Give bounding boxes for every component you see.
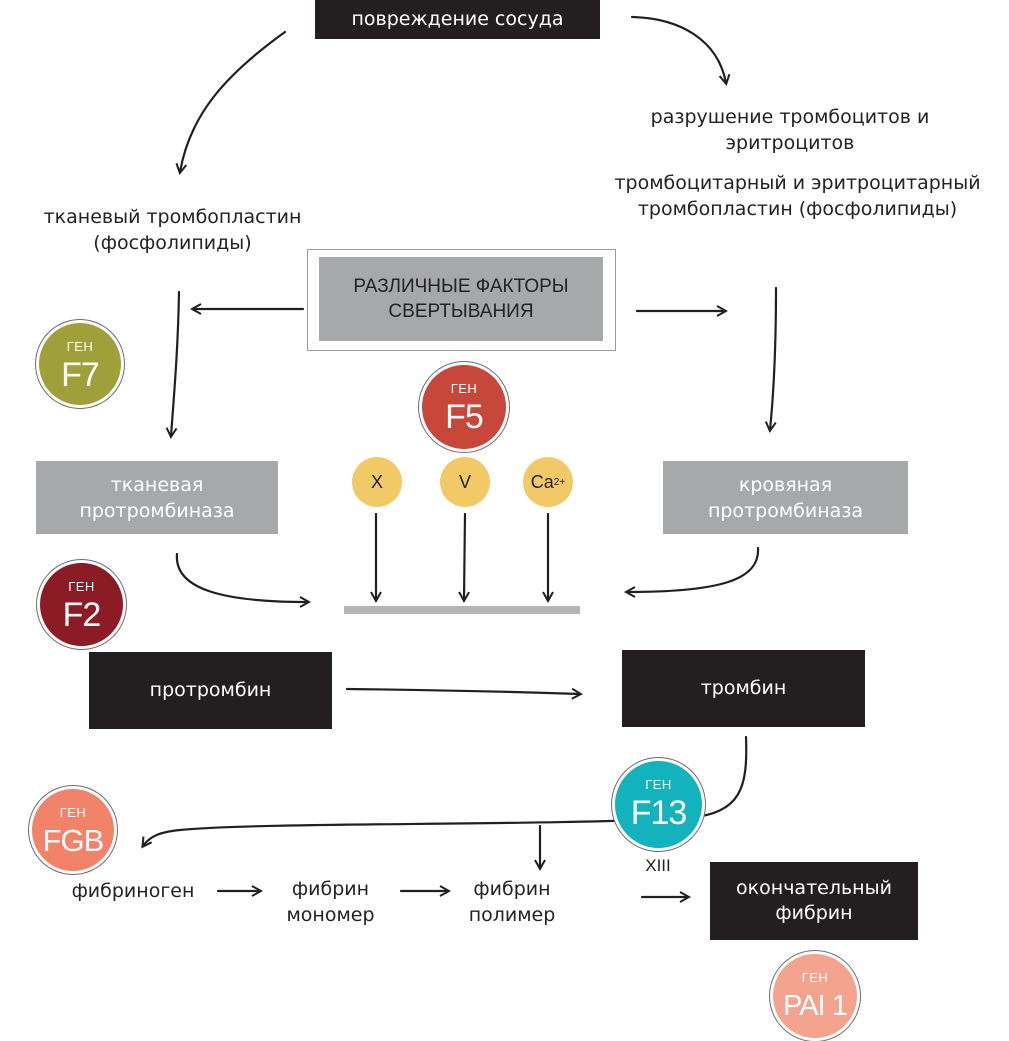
arrow-prothrombin-to-thrombin bbox=[345, 689, 580, 694]
cofactor-x: X bbox=[352, 457, 402, 507]
gene-prefix: ГЕН bbox=[645, 777, 672, 792]
cofactor-calcium-label: Ca bbox=[530, 471, 554, 492]
cofactor-calcium-charge: 2+ bbox=[553, 476, 566, 488]
gene-f7-name: F7 bbox=[61, 356, 100, 394]
gene-f7-badge: ГЕН F7 bbox=[36, 320, 124, 408]
arrow-cofactor-v bbox=[464, 512, 465, 600]
gene-prefix: ГЕН bbox=[59, 805, 87, 820]
final-fibrin-label: окончательный фибрин bbox=[736, 877, 892, 924]
gene-f5-badge: ГЕН F5 bbox=[419, 362, 509, 452]
gene-prefix: ГЕН bbox=[68, 579, 95, 594]
gene-f13-name: F13 bbox=[630, 794, 688, 832]
vessel-damage-label: повреждение сосуда bbox=[351, 8, 564, 30]
vessel-damage-box: повреждение сосуда bbox=[315, 0, 600, 39]
arrow-thrombin-to-fibrinogen bbox=[143, 735, 748, 846]
gene-prefix: ГЕН bbox=[801, 970, 829, 985]
thrombin-label: тромбин bbox=[700, 677, 787, 699]
tissue-thromboplastin-label: тканевый тромбопластин (фосфолипиды) bbox=[43, 206, 302, 254]
fibrin-monomer-label: фибрин мономер bbox=[286, 878, 375, 926]
platelet-thromboplastin-label: тромбоцитарный и эритроцитарный тромбопл… bbox=[614, 172, 981, 220]
prothrombin-label: протромбин bbox=[149, 679, 272, 701]
arrow-damage-to-tissue bbox=[180, 30, 287, 172]
gene-f2-name: F2 bbox=[62, 596, 102, 634]
gene-fgb-badge: ГЕН FGB bbox=[29, 786, 117, 874]
arrow-damage-to-cells bbox=[630, 15, 726, 83]
coagulation-factors-label: РАЗЛИЧНЫЕ ФАКТОРЫ СВЕРТЫВАНИЯ bbox=[353, 276, 569, 322]
coagulation-factors-box: РАЗЛИЧНЫЕ ФАКТОРЫ СВЕРТЫВАНИЯ bbox=[319, 257, 603, 341]
arrow-tissue-prothrombinase-to-bar bbox=[175, 552, 308, 602]
cell-destruction-label: разрушение тромбоцитов и эритроцитов bbox=[650, 106, 930, 154]
tissue-prothrombinase-box: тканевая протромбиназа bbox=[36, 461, 278, 534]
fibrin-polymer-label: фибрин полимер bbox=[468, 878, 556, 926]
gene-fgb-name: FGB bbox=[42, 823, 105, 858]
thrombin-box: тромбин bbox=[622, 650, 865, 727]
reaction-bar bbox=[344, 606, 580, 614]
gene-f13-badge: ГЕН F13 bbox=[612, 758, 705, 851]
arrow-right-down bbox=[770, 286, 778, 430]
cofactor-v-label: V bbox=[458, 471, 471, 492]
gene-prefix: ГЕН bbox=[66, 339, 94, 354]
gene-pai1-name: PAI 1 bbox=[783, 990, 848, 1022]
final-fibrin-box: окончательный фибрин bbox=[710, 862, 918, 940]
arrow-left-down bbox=[171, 290, 181, 436]
cofactor-v: V bbox=[440, 457, 490, 507]
prothrombin-box: протромбин bbox=[89, 652, 332, 729]
cofactor-x-label: X bbox=[370, 471, 383, 492]
factor-xiii-label: XIII bbox=[645, 856, 671, 875]
gene-pai1-badge: ГЕН PAI 1 bbox=[770, 951, 860, 1041]
tissue-prothrombinase-label: тканевая протромбиназа bbox=[79, 473, 235, 522]
gene-f2-badge: ГЕН F2 bbox=[37, 560, 126, 649]
blood-prothrombinase-box: кровяная протромбиназа bbox=[663, 461, 908, 534]
gene-prefix: ГЕН bbox=[450, 381, 478, 396]
arrow-blood-prothrombinase-to-bar bbox=[627, 546, 760, 592]
gene-f5-name: F5 bbox=[445, 398, 484, 436]
blood-prothrombinase-label: кровяная протромбиназа bbox=[707, 473, 864, 522]
fibrinogen-label: фибриноген bbox=[71, 880, 195, 902]
